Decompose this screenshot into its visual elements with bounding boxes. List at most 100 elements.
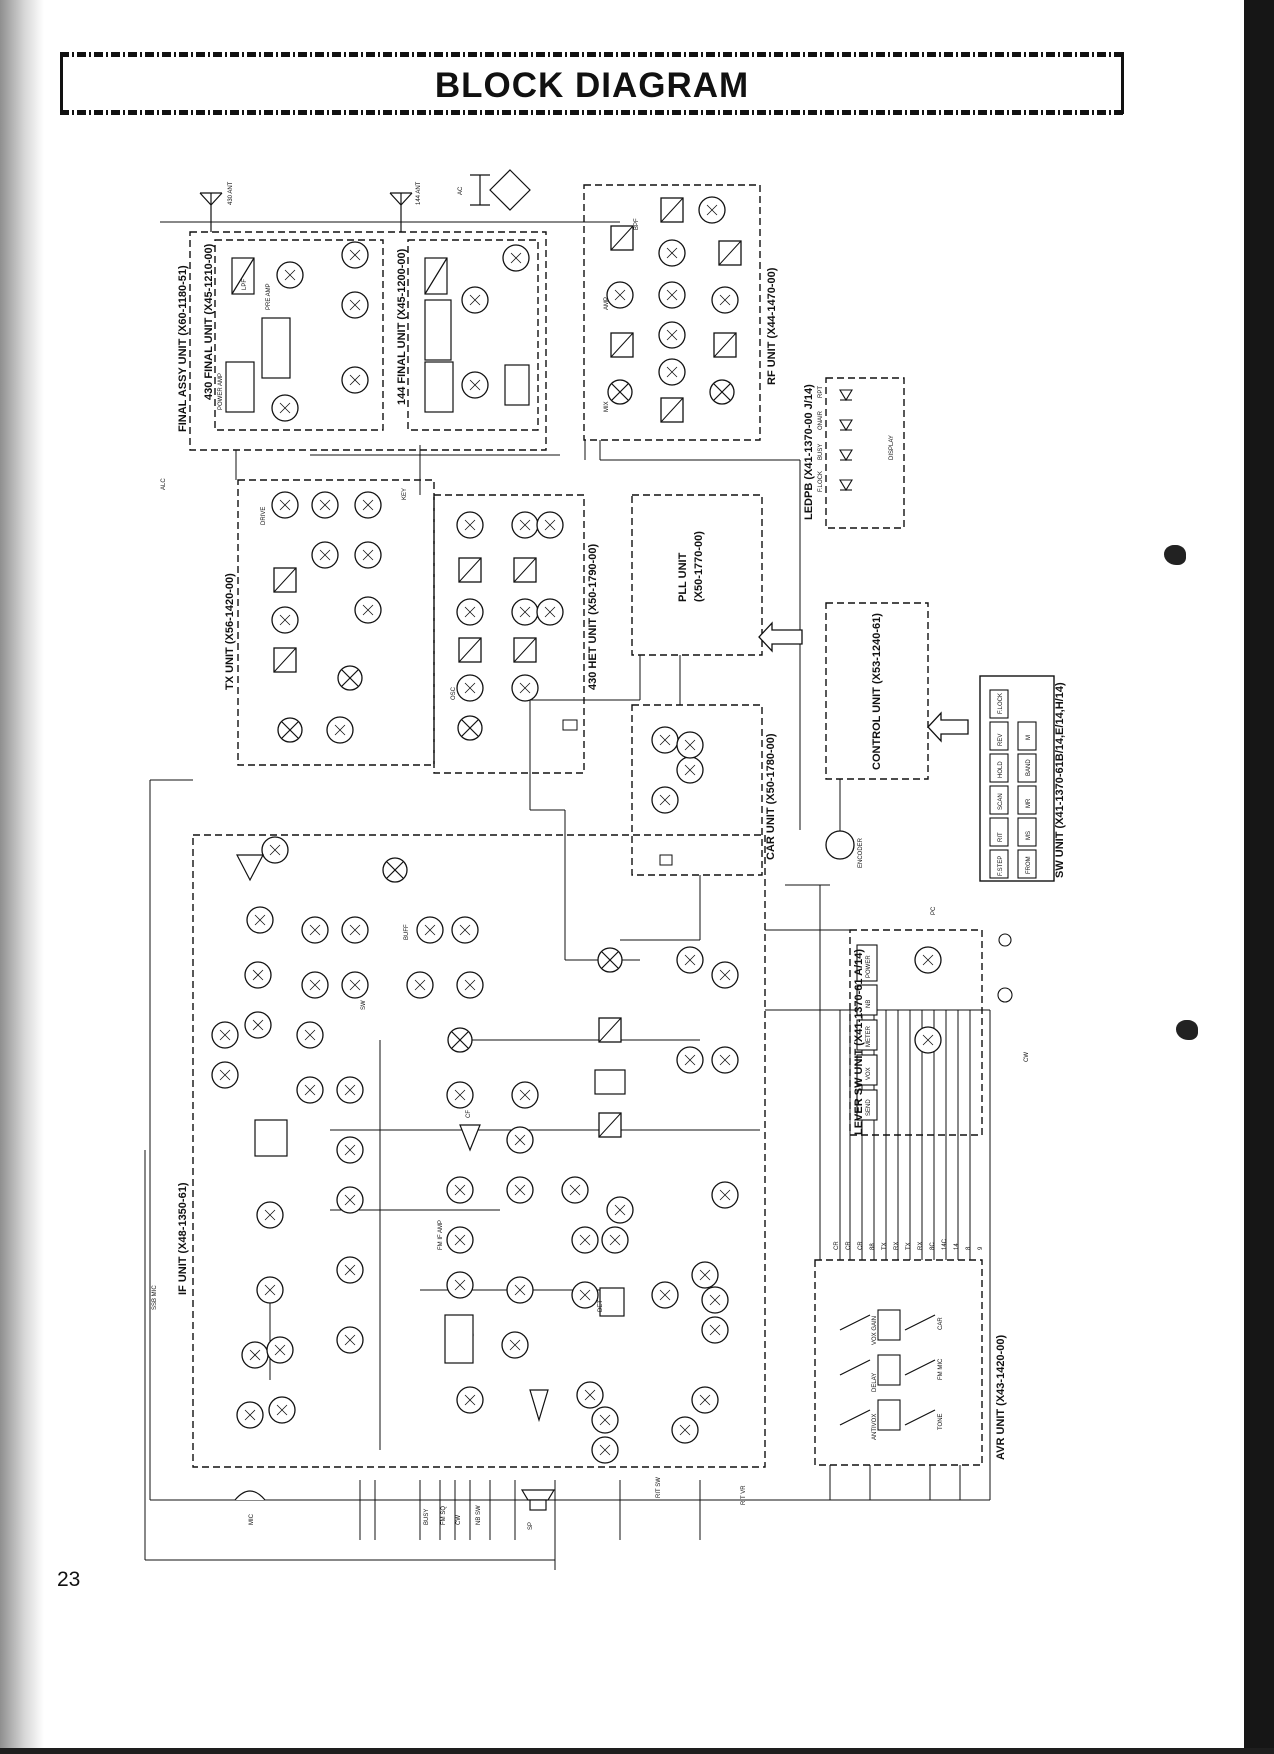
binding-hole-upper — [1164, 545, 1186, 565]
sw-button-mr: MR — [1026, 798, 1032, 808]
line-label-cw: CW — [456, 1515, 462, 1525]
final-430-unit-label: 430 FINAL UNIT (X45-1210-00) — [203, 243, 215, 400]
avr-terminal-7: TX — [906, 1242, 912, 1250]
port-label-pc: PC — [931, 906, 937, 915]
sw-button-band: BAND — [1026, 759, 1032, 776]
avr-terminal-12: 8 — [966, 1246, 972, 1250]
final-430-box — [214, 239, 384, 431]
led-label-display: DISPLAY — [889, 435, 895, 460]
stage-label-osc: OSC — [451, 686, 457, 700]
avr-label-vox-gain: VOX GAIN — [872, 1316, 878, 1345]
pll-unit-label: PLL UNIT — [677, 552, 689, 602]
final-144-box — [407, 239, 539, 431]
avr-terminal-13: 9 — [978, 1246, 984, 1250]
lever-button-power: POWER — [866, 955, 872, 978]
avr-terminal-5: TX — [882, 1242, 888, 1250]
stage-label-pre-amp: PRE AMP — [266, 283, 272, 310]
avr-label-delay: DELAY — [872, 1373, 878, 1392]
avr-terminal-1: CR — [834, 1241, 840, 1250]
avr-label-fm-mic: FM MIC — [938, 1358, 944, 1380]
avr-terminal-2: CR — [846, 1241, 852, 1250]
port-label-key: KEY — [402, 488, 408, 500]
port-label-cw: CW — [1024, 1052, 1030, 1062]
led-label-onair: ONAIR — [818, 410, 824, 430]
tx-unit-label: TX UNIT (X56-1420-00) — [224, 573, 236, 690]
sw-button-rit: RIT — [998, 832, 1004, 842]
avr-terminal-11: 14 — [954, 1243, 960, 1250]
stage-label-cf: CF — [466, 1110, 472, 1118]
lever-sw-unit-label: LEVER SW UNIT (X41-1370-61 A/14) — [853, 949, 865, 1135]
banner-top-rule — [60, 52, 1124, 57]
page-binding-edge — [1244, 0, 1274, 1754]
page-scan-shadow — [0, 0, 44, 1754]
final-assy-box — [189, 231, 547, 451]
control-unit-box — [825, 602, 929, 780]
stage-label-buff: BUFF — [404, 924, 410, 940]
tx-unit-box — [237, 479, 435, 766]
sw-button-flock: F.LOCK — [998, 693, 1004, 714]
port-label-sp: SP — [528, 1522, 534, 1530]
stage-label-det: DET — [598, 1300, 604, 1312]
car-unit-label: CAR UNIT (X50-1780-00) — [765, 733, 777, 860]
avr-terminal-8: RX — [918, 1242, 924, 1250]
het-unit-label: 430 HET UNIT (X50-1790-00) — [587, 544, 599, 690]
avr-label-tone: TONE — [938, 1413, 944, 1430]
sw-button-m: M — [1026, 735, 1032, 740]
pll-unit-code: (X50-1770-00) — [693, 531, 705, 602]
car-unit-box — [631, 704, 763, 876]
led-label-rpt: RPT — [818, 386, 824, 398]
port-label-mic: MIC — [249, 1513, 255, 1525]
port-label-encoder: ENCODER — [858, 837, 864, 868]
stage-label-mix: MIX — [604, 401, 610, 412]
port-label-alc: ALC — [161, 478, 167, 490]
lever-button-nb: NB — [866, 1000, 872, 1008]
stage-label-lpf: LPF — [242, 279, 248, 290]
sw-button-hold: HOLD — [998, 761, 1004, 778]
ledpb-box — [825, 377, 905, 529]
sw-button-rev: REV — [998, 734, 1004, 746]
if-unit-label: IF UNIT (X48-1350-61) — [177, 1182, 189, 1295]
final-144-unit-label: 144 FINAL UNIT (X45-1200-00) — [396, 248, 408, 405]
pll-unit-box — [631, 494, 763, 656]
banner-right-edge — [1121, 52, 1124, 114]
lever-sw-box — [849, 929, 983, 1136]
port-label-ac: AC — [458, 186, 464, 195]
avr-terminal-6: RX — [894, 1242, 900, 1250]
sw-unit-box — [979, 675, 1055, 882]
stage-label-bpf: BPF — [634, 218, 640, 230]
page-number: 23 — [57, 1568, 81, 1591]
page-bottom-edge — [0, 1748, 1274, 1754]
stage-label-fm-if-amp: FM IF AMP — [438, 1220, 444, 1250]
banner-left-edge — [60, 52, 63, 114]
het-unit-box — [433, 494, 585, 774]
lever-button-meter: METER — [866, 1025, 872, 1047]
banner-bottom-rule — [60, 110, 1124, 115]
if-unit-box — [192, 834, 766, 1468]
page-title: BLOCK DIAGRAM — [434, 66, 750, 105]
port-label-144-ant: 144 ANT — [416, 181, 422, 205]
stage-label-amp: AMP — [604, 297, 610, 310]
line-label-busy: BUSY — [424, 1509, 430, 1525]
line-label-nb-sw: NB SW — [476, 1505, 482, 1525]
line-label-rit-vr: RIT VR — [741, 1485, 747, 1505]
avr-terminal-4: 88 — [870, 1243, 876, 1250]
stage-label-power-amp: POWER AMP — [218, 373, 224, 410]
lever-button-send: SEND — [866, 1099, 872, 1116]
sw-button-fstep: F.STEP — [998, 856, 1004, 876]
line-label-rit-sw: RIT SW — [656, 1477, 662, 1498]
sw-unit-label: SW UNIT (X41-1370-61B/14,E/14,H/14) — [1054, 682, 1066, 878]
control-unit-label: CONTROL UNIT (X53-1240-61) — [871, 613, 883, 770]
sw-button-from: FROM — [1026, 856, 1032, 874]
lever-button-vox: VOX — [866, 1067, 872, 1080]
port-label-430-ant: 430 ANT — [228, 181, 234, 205]
stage-label-drive: DRIVE — [261, 507, 267, 525]
sw-button-scan: SCAN — [998, 793, 1004, 810]
led-label-busy: BUSY — [818, 444, 824, 460]
avr-label-antivox: ANTIVOX — [872, 1414, 878, 1440]
line-label-ssb-mic: SSB MIC — [152, 1285, 158, 1310]
avr-label-car: CAR — [938, 1317, 944, 1330]
avr-terminal-10: 14C — [942, 1238, 948, 1250]
avr-terminal-3: CR — [858, 1241, 864, 1250]
ledpb-unit-label: LEDPB (X41-1370-00 J/14) — [803, 384, 815, 520]
